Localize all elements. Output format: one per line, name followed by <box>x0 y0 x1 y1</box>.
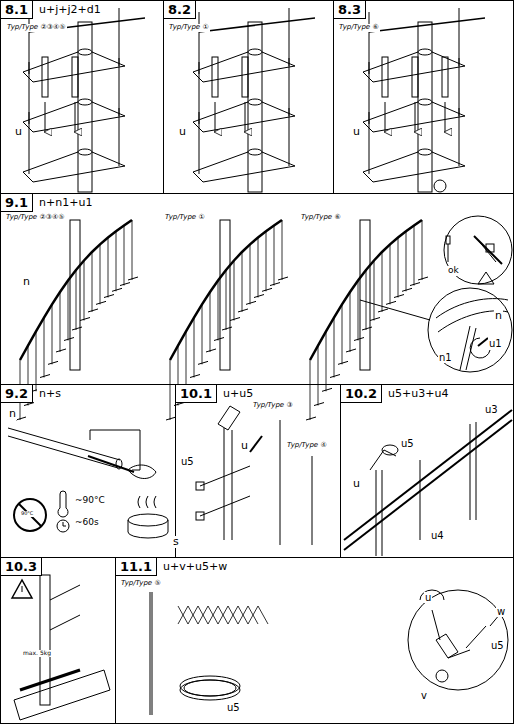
part-label: u <box>14 126 23 138</box>
step-number: 10.2 <box>341 385 382 403</box>
part-label: u <box>352 126 361 138</box>
part-label: u <box>352 478 361 490</box>
part-label: ok <box>447 266 460 276</box>
part-label: u <box>240 440 249 452</box>
part-label: u5 <box>490 640 505 651</box>
step-number: 9.1 <box>1 194 33 212</box>
step-number: 9.2 <box>1 385 33 403</box>
part-label: 90°C <box>20 511 34 517</box>
step-number: 8.1 <box>1 1 33 19</box>
step-number: 8.3 <box>334 1 366 19</box>
part-formula: u+u5 <box>221 387 255 400</box>
part-label: u5 <box>180 456 195 467</box>
part-label: u5 <box>226 702 241 713</box>
step-number: 10.1 <box>176 385 217 403</box>
part-label: u <box>178 126 187 138</box>
part-label: u1 <box>488 338 503 349</box>
type-note: Typ/Type ⑤ <box>120 580 162 588</box>
part-formula: u5+u3+u4 <box>386 387 450 400</box>
type-note: Typ/Type ③ <box>252 402 294 410</box>
part-label: w <box>496 606 506 617</box>
step-panel: 9.2 n+s <box>0 384 176 558</box>
part-formula: n+n1+u1 <box>37 196 94 209</box>
part-label: ~60s <box>74 518 100 528</box>
part-formula: n+s <box>37 387 63 400</box>
part-label: v <box>420 690 428 701</box>
part-label: u <box>424 592 432 603</box>
part-label: u4 <box>430 530 445 541</box>
part-formula: u+v+u5+w <box>161 560 229 573</box>
part-label: u5 <box>400 438 415 449</box>
part-label: n1 <box>438 352 453 363</box>
part-label: u3 <box>484 404 499 415</box>
part-formula: u+j+j2+d1 <box>37 3 103 16</box>
step-number: 11.1 <box>116 558 157 576</box>
step-panel: 11.1 u+v+u5+w <box>115 557 514 724</box>
type-note: Typ/Type ① <box>164 214 206 222</box>
type-note: Typ/Type ②③④⑤ <box>6 24 67 32</box>
step-number: 8.2 <box>164 1 196 19</box>
type-note: Typ/Type ⑥ <box>338 24 380 32</box>
part-label: ~90°C <box>74 496 106 506</box>
part-label: max. 5kg <box>22 650 52 657</box>
type-note: Typ/Type ④ <box>286 442 328 450</box>
step-number: 10.3 <box>1 558 42 576</box>
type-note: Typ/Type ⑥ <box>300 214 342 222</box>
type-note: Typ/Type ②③④⑤ <box>5 214 66 222</box>
part-label: s <box>172 536 180 548</box>
step-panel: 10.1 u+u5 <box>175 384 341 558</box>
part-label: n <box>8 408 17 420</box>
step-panel: 10.3 <box>0 557 116 724</box>
type-note: Typ/Type ① <box>168 24 210 32</box>
part-label: n <box>494 310 503 322</box>
step-panel: 9.1 n+n1+u1 <box>0 193 514 385</box>
part-label: n <box>22 276 31 288</box>
